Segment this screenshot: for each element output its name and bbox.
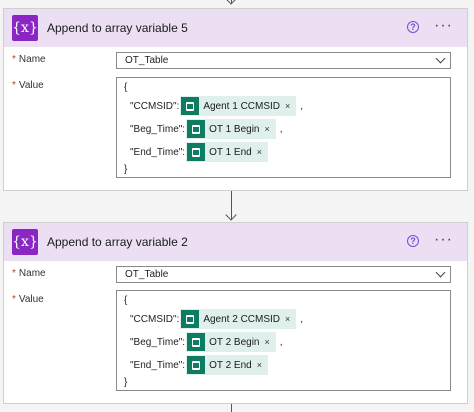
dynamic-token[interactable]: OT 1 Begin × [186,119,276,139]
card-header[interactable]: {x} Append to array variable 5 ? ··· [4,9,467,47]
json-line-end-time: "End_Time": OT 2 End × [130,355,268,375]
excel-icon [187,356,206,374]
required-marker: * [12,54,16,65]
value-label: Value [18,80,44,91]
card-title[interactable]: Append to array variable 2 [47,235,188,249]
connector-arrow-top [231,0,232,3]
json-line-beg-time: "Beg_Time": OT 2 Begin × , [130,332,283,352]
json-key: "Beg_Time": [130,123,186,135]
card-title[interactable]: Append to array variable 5 [47,21,188,35]
remove-token-icon[interactable]: × [264,124,270,134]
remove-token-icon[interactable]: × [256,360,262,370]
excel-icon [187,333,206,351]
json-line-ccmsid: "CCMSID": Agent 1 CCMSID × , [130,96,303,116]
token-label: OT 1 Begin [209,123,260,135]
dynamic-token[interactable]: Agent 2 CCMSID × [180,309,297,329]
dynamic-token[interactable]: OT 2 Begin × [186,332,276,352]
more-options-icon[interactable]: ··· [434,231,453,248]
chevron-down-icon[interactable] [435,53,446,64]
name-select[interactable]: OT_Table [116,266,451,283]
json-key: "CCMSID": [130,100,180,112]
token-label: OT 2 End [209,359,252,371]
name-select[interactable]: OT_Table [116,52,451,69]
chevron-down-icon[interactable] [435,267,446,278]
name-field-label: *Name [12,54,46,65]
connector-arrow [231,191,232,219]
dynamic-token[interactable]: OT 2 End × [186,355,268,375]
excel-icon [181,97,200,115]
variable-icon: {x} [12,229,38,255]
value-editor[interactable]: { "CCMSID": Agent 2 CCMSID × , "Beg_Time… [116,290,451,391]
close-brace: } [124,377,128,388]
required-marker: * [12,268,16,279]
open-brace: { [124,295,128,306]
json-line-end-time: "End_Time": OT 1 End × [130,142,268,162]
card-header[interactable]: {x} Append to array variable 2 ? ··· [4,223,467,261]
value-field-label: *Value [12,80,44,91]
json-line-beg-time: "Beg_Time": OT 1 Begin × , [130,119,283,139]
close-brace: } [124,164,128,175]
remove-token-icon[interactable]: × [264,337,270,347]
connector-arrowhead [225,209,237,221]
token-label: OT 2 Begin [209,336,260,348]
action-card-append-2[interactable]: {x} Append to array variable 2 ? ··· *Na… [3,222,468,404]
json-key: "Beg_Time": [130,336,186,348]
connector-arrowhead-top [225,0,237,5]
json-key: "End_Time": [130,146,186,158]
value-editor[interactable]: { "CCMSID": Agent 1 CCMSID × , "Beg_Time… [116,77,451,178]
variable-icon: {x} [12,15,38,41]
token-label: OT 1 End [209,146,252,158]
json-separator: , [300,313,304,325]
excel-icon [181,310,200,328]
token-label: Agent 2 CCMSID [203,313,281,325]
excel-icon [187,120,206,138]
connector-arrow-bottom [231,404,232,412]
dynamic-token[interactable]: OT 1 End × [186,142,268,162]
json-separator: , [279,336,283,348]
token-label: Agent 1 CCMSID [203,100,281,112]
remove-token-icon[interactable]: × [256,147,262,157]
excel-icon [187,143,206,161]
json-separator: , [300,100,304,112]
help-icon[interactable]: ? [407,235,419,247]
name-field-label: *Name [12,268,46,279]
required-marker: * [12,294,16,305]
name-label: Name [18,268,46,279]
help-icon[interactable]: ? [407,21,419,33]
json-separator: , [279,123,283,135]
dynamic-token[interactable]: Agent 1 CCMSID × [180,96,297,116]
json-key: "End_Time": [130,359,186,371]
value-label: Value [18,294,44,305]
value-field-label: *Value [12,294,44,305]
remove-token-icon[interactable]: × [285,101,291,111]
name-label: Name [18,54,46,65]
json-key: "CCMSID": [130,313,180,325]
name-select-value: OT_Table [125,269,169,280]
required-marker: * [12,80,16,91]
name-select-value: OT_Table [125,55,169,66]
remove-token-icon[interactable]: × [285,314,291,324]
open-brace: { [124,82,128,93]
json-line-ccmsid: "CCMSID": Agent 2 CCMSID × , [130,309,303,329]
action-card-append-5[interactable]: {x} Append to array variable 5 ? ··· *Na… [3,8,468,191]
more-options-icon[interactable]: ··· [434,17,453,34]
